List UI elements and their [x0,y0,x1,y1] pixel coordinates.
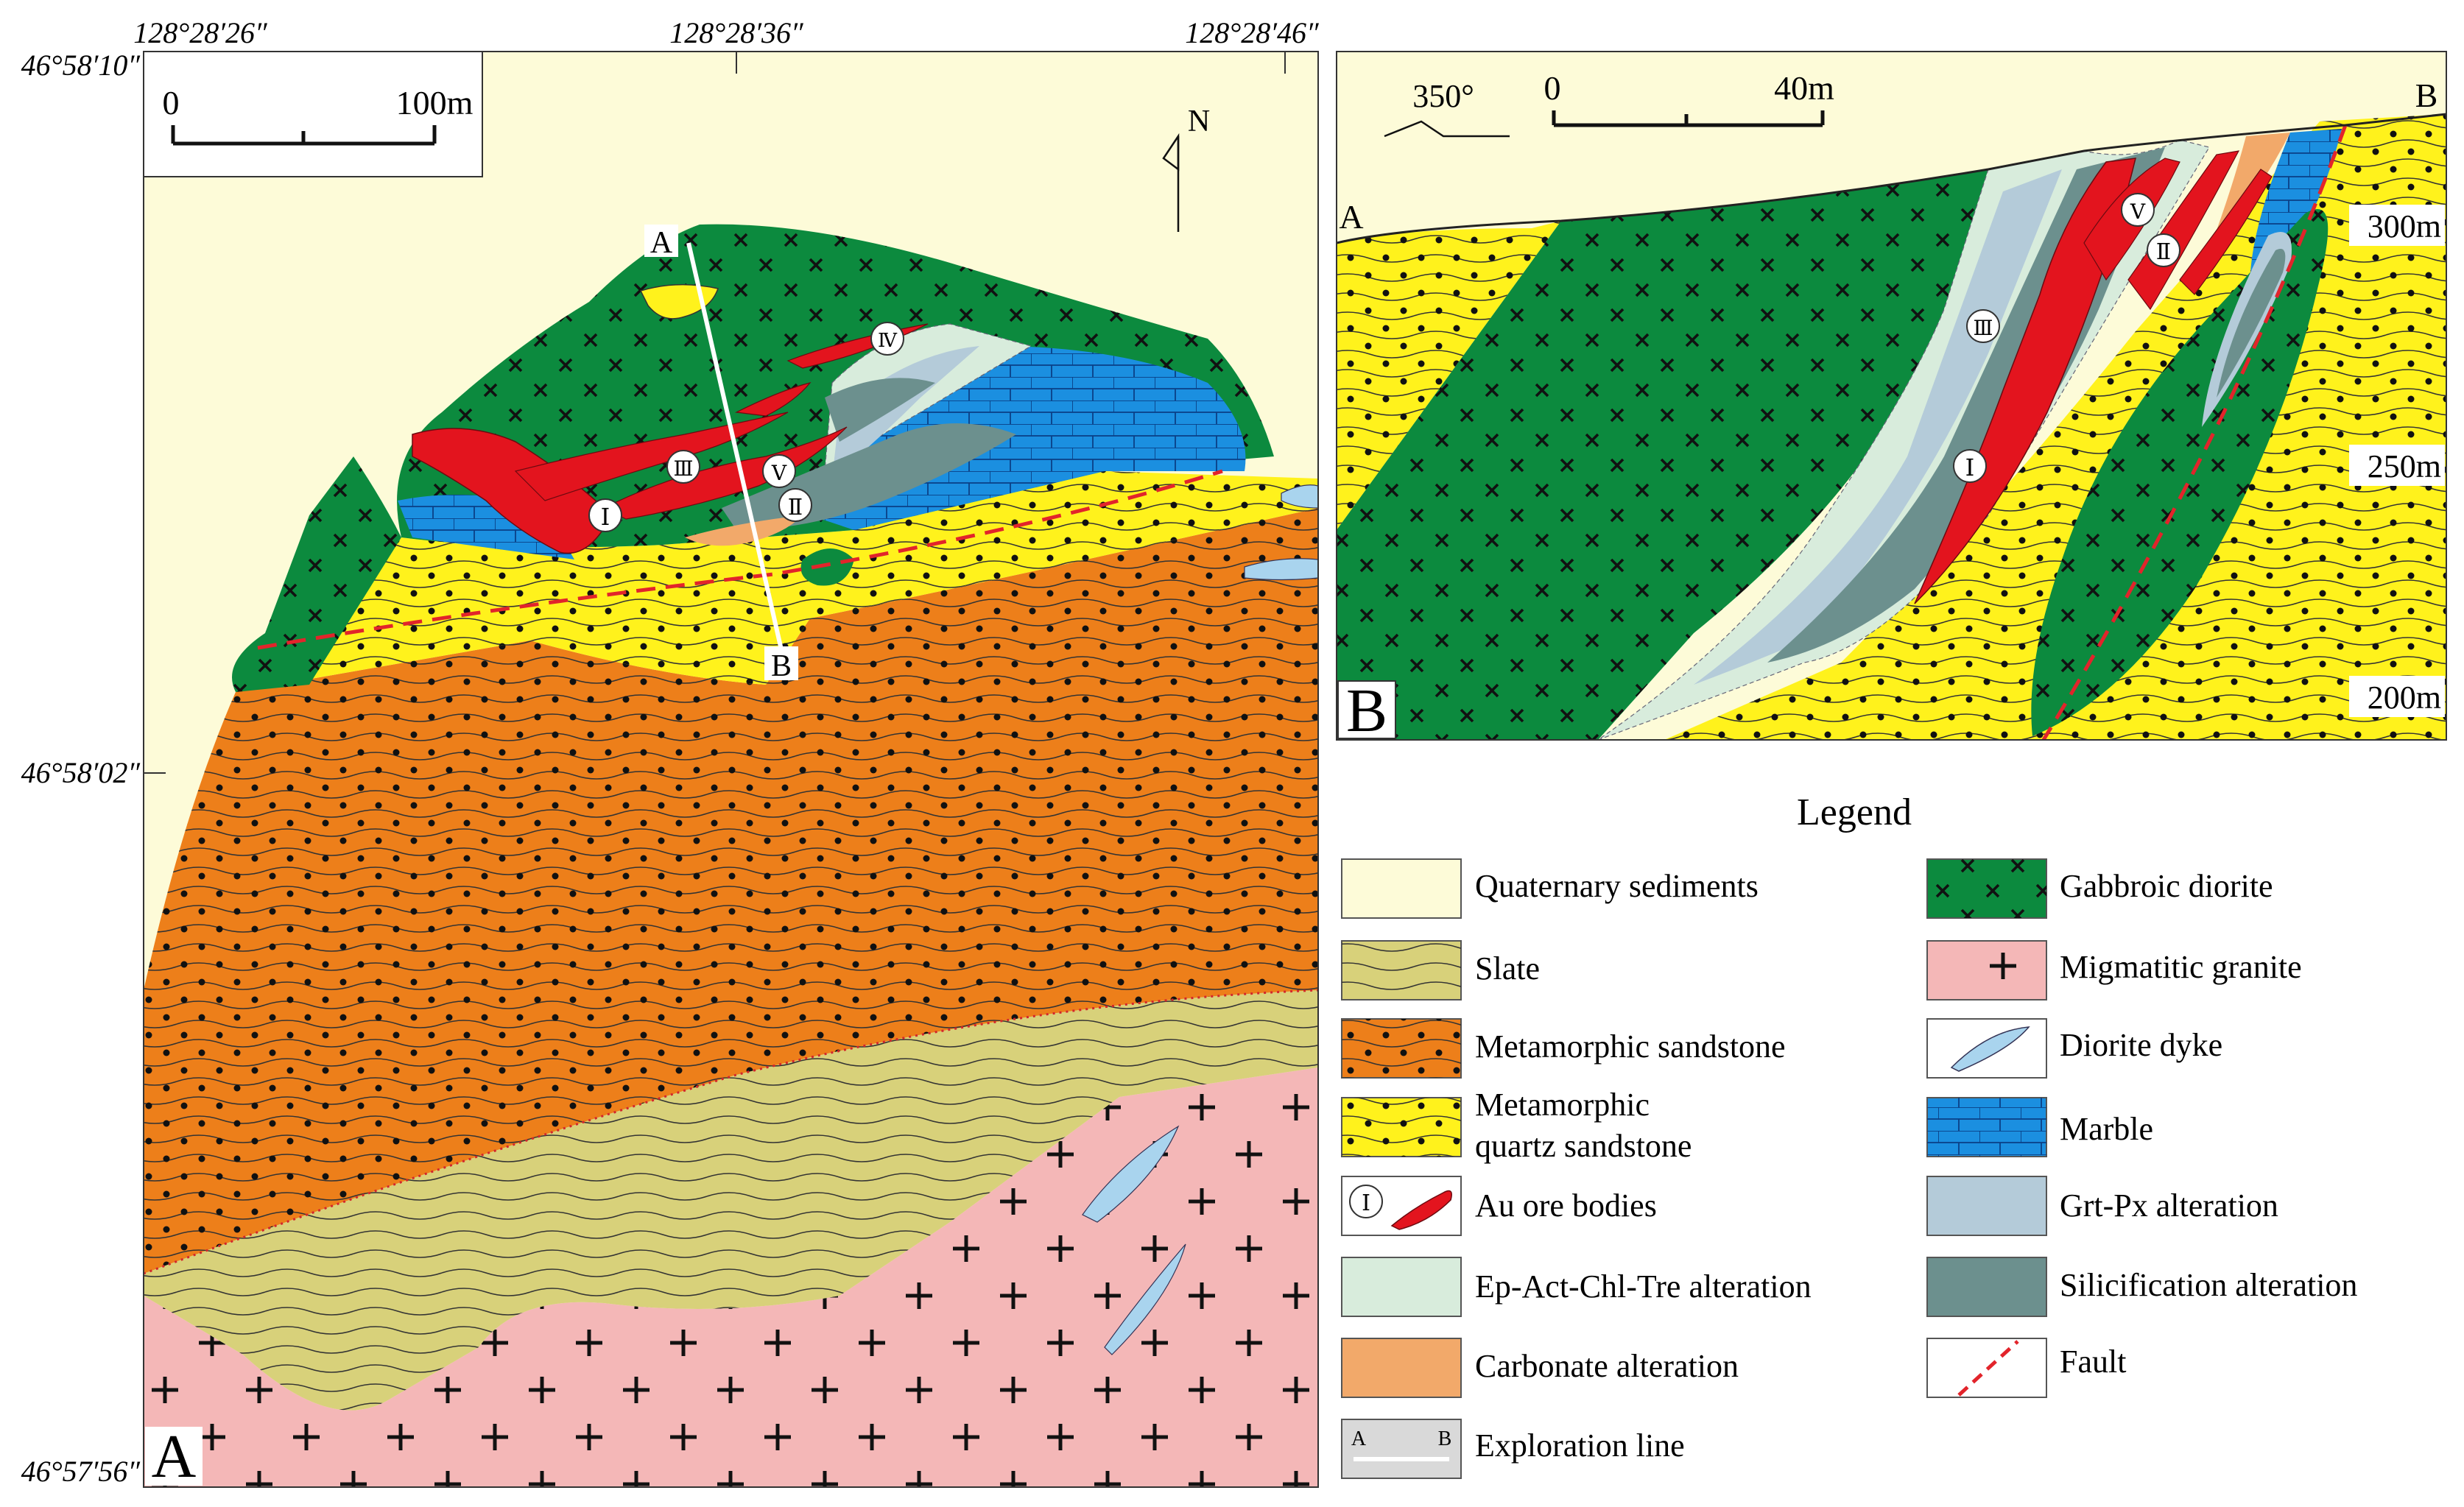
metamorphic-sandstone-unit [144,508,1318,1274]
section-end-label-a: A [1339,198,1363,236]
legend-item-au-ore-bodies: Ⅰ Au ore bodies [1341,1176,1657,1236]
legend-exploration-a: A [1351,1427,1367,1450]
grt-px-alteration-map [832,346,979,479]
map-ore-labels: Ⅰ Ⅱ Ⅲ Ⅳ Ⅴ [588,322,904,532]
legend-exploration-b: B [1438,1427,1452,1450]
coord-top-3: 128°28′46″ [1185,16,1320,49]
legend-label-marble: Marble [2060,1111,2153,1147]
legend-item-fault: Fault [1926,1338,2126,1398]
legend-label-diorite-dyke: Diorite dyke [2060,1027,2222,1063]
map-scale-bar: 0 100m [143,51,483,177]
legend-label-metamorphic-quartz-1: Metamorphic [1475,1087,1650,1123]
section-grt-px-alteration [1694,169,2062,685]
coord-top-2: 128°28′36″ [669,16,804,49]
legend-label-silicification: Silicification alteration [2060,1267,2357,1303]
coord-top-1: 128°28′26″ [133,16,268,49]
section-orientation-label: 350° [1412,78,1474,114]
section-panel-letter: B [1346,677,1387,745]
legend-label-quaternary: Quaternary sediments [1475,868,1759,904]
gabbroic-diorite-knob [800,548,854,586]
legend-ore-swatch-label: Ⅰ [1362,1191,1370,1215]
legend-item-ep-act: Ep-Act-Chl-Tre alteration [1341,1257,1812,1317]
legend-label-migmatitic: Migmatitic granite [2060,949,2302,985]
legend-title: Legend [1797,791,1912,833]
legend-label-carbonate: Carbonate alteration [1475,1348,1739,1384]
map-scale-end: 100m [396,84,474,121]
map-scale-zero: 0 [163,84,180,121]
section-silicification-strip [2217,249,2286,398]
legend-item-silicification: Silicification alteration [1926,1257,2357,1317]
section-ore-label-1: Ⅰ [1965,454,1975,481]
legend-label-slate: Slate [1475,950,1540,987]
fault-line-section [2041,124,2348,740]
fault-line-map [257,469,1223,650]
legend-item-carbonate: Carbonate alteration [1341,1338,1739,1398]
legend-item-migmatitic-granite: Migmatitic granite [1926,940,2302,1000]
legend-label-ep-act: Ep-Act-Chl-Tre alteration [1475,1268,1812,1305]
migmatitic-granite-unit [144,1067,1318,1487]
section-scale-zero: 0 [1544,69,1561,107]
legend-label-fault: Fault [2060,1344,2126,1380]
legend-label-metamorphic-sandstone: Metamorphic sandstone [1475,1028,1786,1065]
section-scale-bar: 0 40m [1544,69,1834,127]
legend-item-marble: Marble [1926,1097,2153,1157]
legend-item-diorite-dyke: Diorite dyke [1926,1018,2222,1079]
diorite-dyke-4 [1281,484,1318,509]
coord-left-3: 46°57′56″ [21,1455,141,1488]
map-ore-label-4: Ⅳ [878,330,898,351]
north-arrow: N [1162,105,1210,232]
coord-left-2: 46°58′02″ [21,756,141,789]
section-gabbroic-diorite [1337,169,1988,740]
elevation-300: 300m [2368,208,2441,244]
section-elevations: 300m 250m 200m [2349,205,2445,717]
legend-item-metamorphic-quartz-sandstone: Metamorphic quartz sandstone [1341,1087,1692,1164]
left-coordinates: 46°58′10″ 46°58′02″ 46°57′56″ [21,49,166,1488]
map-line-label-b: B [771,649,792,683]
section-ore-label-3: Ⅲ [1973,317,1993,340]
top-coordinates: 128°28′26″ 128°28′36″ 128°28′46″ [133,16,1320,74]
coord-left-1: 46°58′10″ [21,49,141,82]
silicification-alteration-map-2 [825,378,935,442]
dotted-contact-line [144,989,1318,1275]
elevation-200: 200m [2368,680,2441,716]
section-ore-label-2: Ⅱ [2156,240,2171,264]
legend-item-exploration-line: A B Exploration line [1341,1419,1685,1479]
carbonate-alteration-map [685,515,803,546]
map-panel-letter: A [152,1422,197,1491]
map-ore-label-2: Ⅱ [788,495,803,520]
legend-item-quaternary: Quaternary sediments [1341,858,1759,919]
legend-label-exploration: Exploration line [1475,1427,1685,1464]
section-end-label-b: B [2415,77,2438,114]
section-ground-surface [1337,113,2446,244]
elevation-250: 250m [2368,448,2441,484]
section-ore-labels: Ⅰ Ⅱ Ⅲ Ⅴ [1953,193,2180,483]
legend-label-au-ore: Au ore bodies [1475,1187,1657,1224]
diorite-dyke-3 [1244,558,1318,581]
map-ore-label-3: Ⅲ [673,458,693,481]
au-ore-bodies-map [412,323,929,554]
section-scale-end: 40m [1774,69,1834,107]
slate-unit [144,990,1318,1411]
legend-label-metamorphic-quartz-2: quartz sandstone [1475,1128,1692,1164]
diorite-dyke-2 [1104,1243,1186,1355]
legend-label-grt-px: Grt-Px alteration [2060,1187,2278,1224]
north-label: N [1188,105,1210,138]
legend-item-gabbroic-diorite: Gabbroic diorite [1926,858,2273,919]
section-ore-label-4: Ⅴ [2130,201,2146,224]
metamorphic-quartz-sandstone-unit [236,471,1318,692]
cross-section-panel: 350° 0 40m A B 300m 250m 200m Ⅰ Ⅱ Ⅲ [1336,51,2447,745]
legend-item-grt-px: Grt-Px alteration [1926,1176,2278,1236]
map-line-label-a: A [650,226,673,260]
section-orientation: 350° [1384,78,1510,138]
legend-label-gabbroic: Gabbroic diorite [2060,868,2273,904]
legend-item-metamorphic-sandstone: Metamorphic sandstone [1341,1018,1786,1079]
geologic-map-panel: 128°28′26″ 128°28′36″ 128°28′46″ 46°58′1… [21,16,1320,1491]
legend: Legend Quaternary sediments Slate Metamo… [1341,791,2357,1479]
map-ore-label-5: Ⅴ [771,462,787,485]
map-ore-label-1: Ⅰ [601,504,610,530]
diorite-dyke-1 [1082,1125,1180,1223]
legend-item-slate: Slate [1341,940,1540,1000]
exploration-line-ab [686,242,786,663]
